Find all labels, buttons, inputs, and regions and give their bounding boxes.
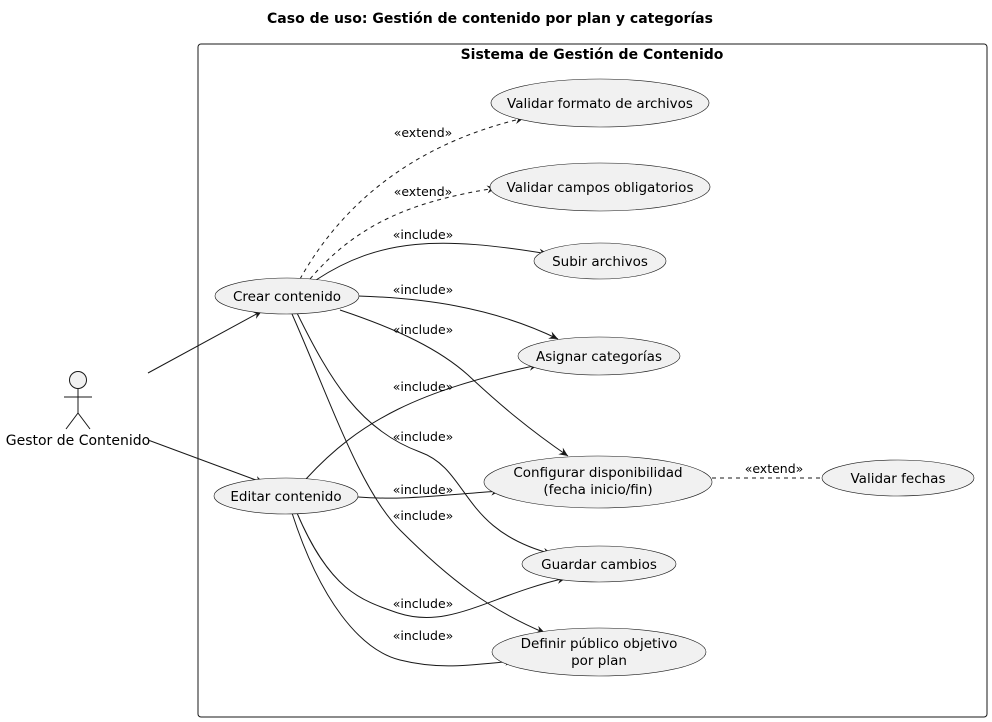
use-case-label: Validar fechas — [851, 471, 946, 487]
use-case-label: Validar formato de archivos — [507, 96, 693, 112]
edge-editar-configurar — [357, 487, 501, 499]
actor-gestor[interactable]: Gestor de Contenido — [6, 371, 151, 450]
edge-crear-definir — [291, 313, 546, 634]
use-case-subir-archivos[interactable]: Subir archivos — [533, 242, 667, 280]
actor-head — [69, 371, 87, 389]
label-crear-asignar: «include» — [393, 282, 454, 297]
label-crear-configurar: «include» — [393, 322, 454, 337]
edge-crear-subir — [315, 242, 549, 281]
use-case-label-line1: Configurar disponibilidad — [513, 465, 682, 481]
use-case-label: Subir archivos — [552, 254, 648, 270]
use-case-label: Editar contenido — [230, 489, 341, 505]
diagram-title: Caso de uso: Gestión de contenido por pl… — [267, 11, 713, 27]
label-crear-definir: «include» — [393, 508, 454, 523]
actor-right-leg — [77, 412, 91, 430]
use-case-definir-publico[interactable]: Definir público objetivo por plan — [491, 627, 707, 677]
label-editar-asignar: «include» — [393, 379, 454, 394]
label-crear-subir: «include» — [393, 227, 454, 242]
edge-crear-validar-campos — [309, 185, 497, 280]
label-editar-definir: «include» — [393, 628, 454, 643]
actor-left-leg — [65, 412, 79, 430]
use-case-asignar-categorias[interactable]: Asignar categorías — [517, 336, 681, 376]
system-boundary — [197, 43, 988, 718]
use-case-label-line1: Definir público objetivo — [521, 636, 678, 652]
label-editar-configurar: «include» — [393, 482, 454, 497]
label-crear-validar-formato: «extend» — [394, 125, 453, 140]
use-case-label: Crear contenido — [233, 289, 341, 305]
label-crear-validar-campos: «extend» — [394, 184, 453, 199]
use-case-crear-contenido[interactable]: Crear contenido — [214, 277, 360, 315]
edge-crear-guardar — [296, 312, 553, 556]
edge-crear-asignar — [357, 295, 559, 340]
edge-editar-guardar — [296, 512, 567, 618]
use-case-validar-formato[interactable]: Validar formato de archivos — [490, 78, 710, 128]
system-title: Sistema de Gestión de Contenido — [461, 47, 724, 63]
edge-actor-crear — [147, 310, 263, 374]
label-configurar-validar-fechas: «extend» — [745, 461, 804, 476]
use-case-label: Guardar cambios — [541, 557, 657, 573]
use-case-label: Validar campos obligatorios — [507, 180, 694, 196]
use-case-validar-fechas[interactable]: Validar fechas — [821, 459, 975, 497]
edge-editar-definir — [291, 512, 515, 667]
use-case-label: Asignar categorías — [536, 349, 662, 365]
edge-editar-asignar — [305, 362, 539, 480]
use-case-label-line2: (fecha inicio/fin) — [543, 482, 652, 498]
use-case-label-line2: por plan — [571, 653, 627, 669]
edge-crear-configurar — [339, 309, 569, 457]
use-case-validar-campos[interactable]: Validar campos obligatorios — [489, 162, 711, 212]
actor-label: Gestor de Contenido — [6, 433, 151, 449]
edge-actor-editar — [147, 439, 265, 484]
label-editar-guardar: «include» — [393, 596, 454, 611]
use-case-guardar-cambios[interactable]: Guardar cambios — [521, 545, 677, 583]
use-case-editar-contenido[interactable]: Editar contenido — [213, 477, 359, 515]
use-case-configurar-disponibilidad[interactable]: Configurar disponibilidad (fecha inicio/… — [483, 455, 713, 509]
label-crear-guardar: «include» — [393, 429, 454, 444]
